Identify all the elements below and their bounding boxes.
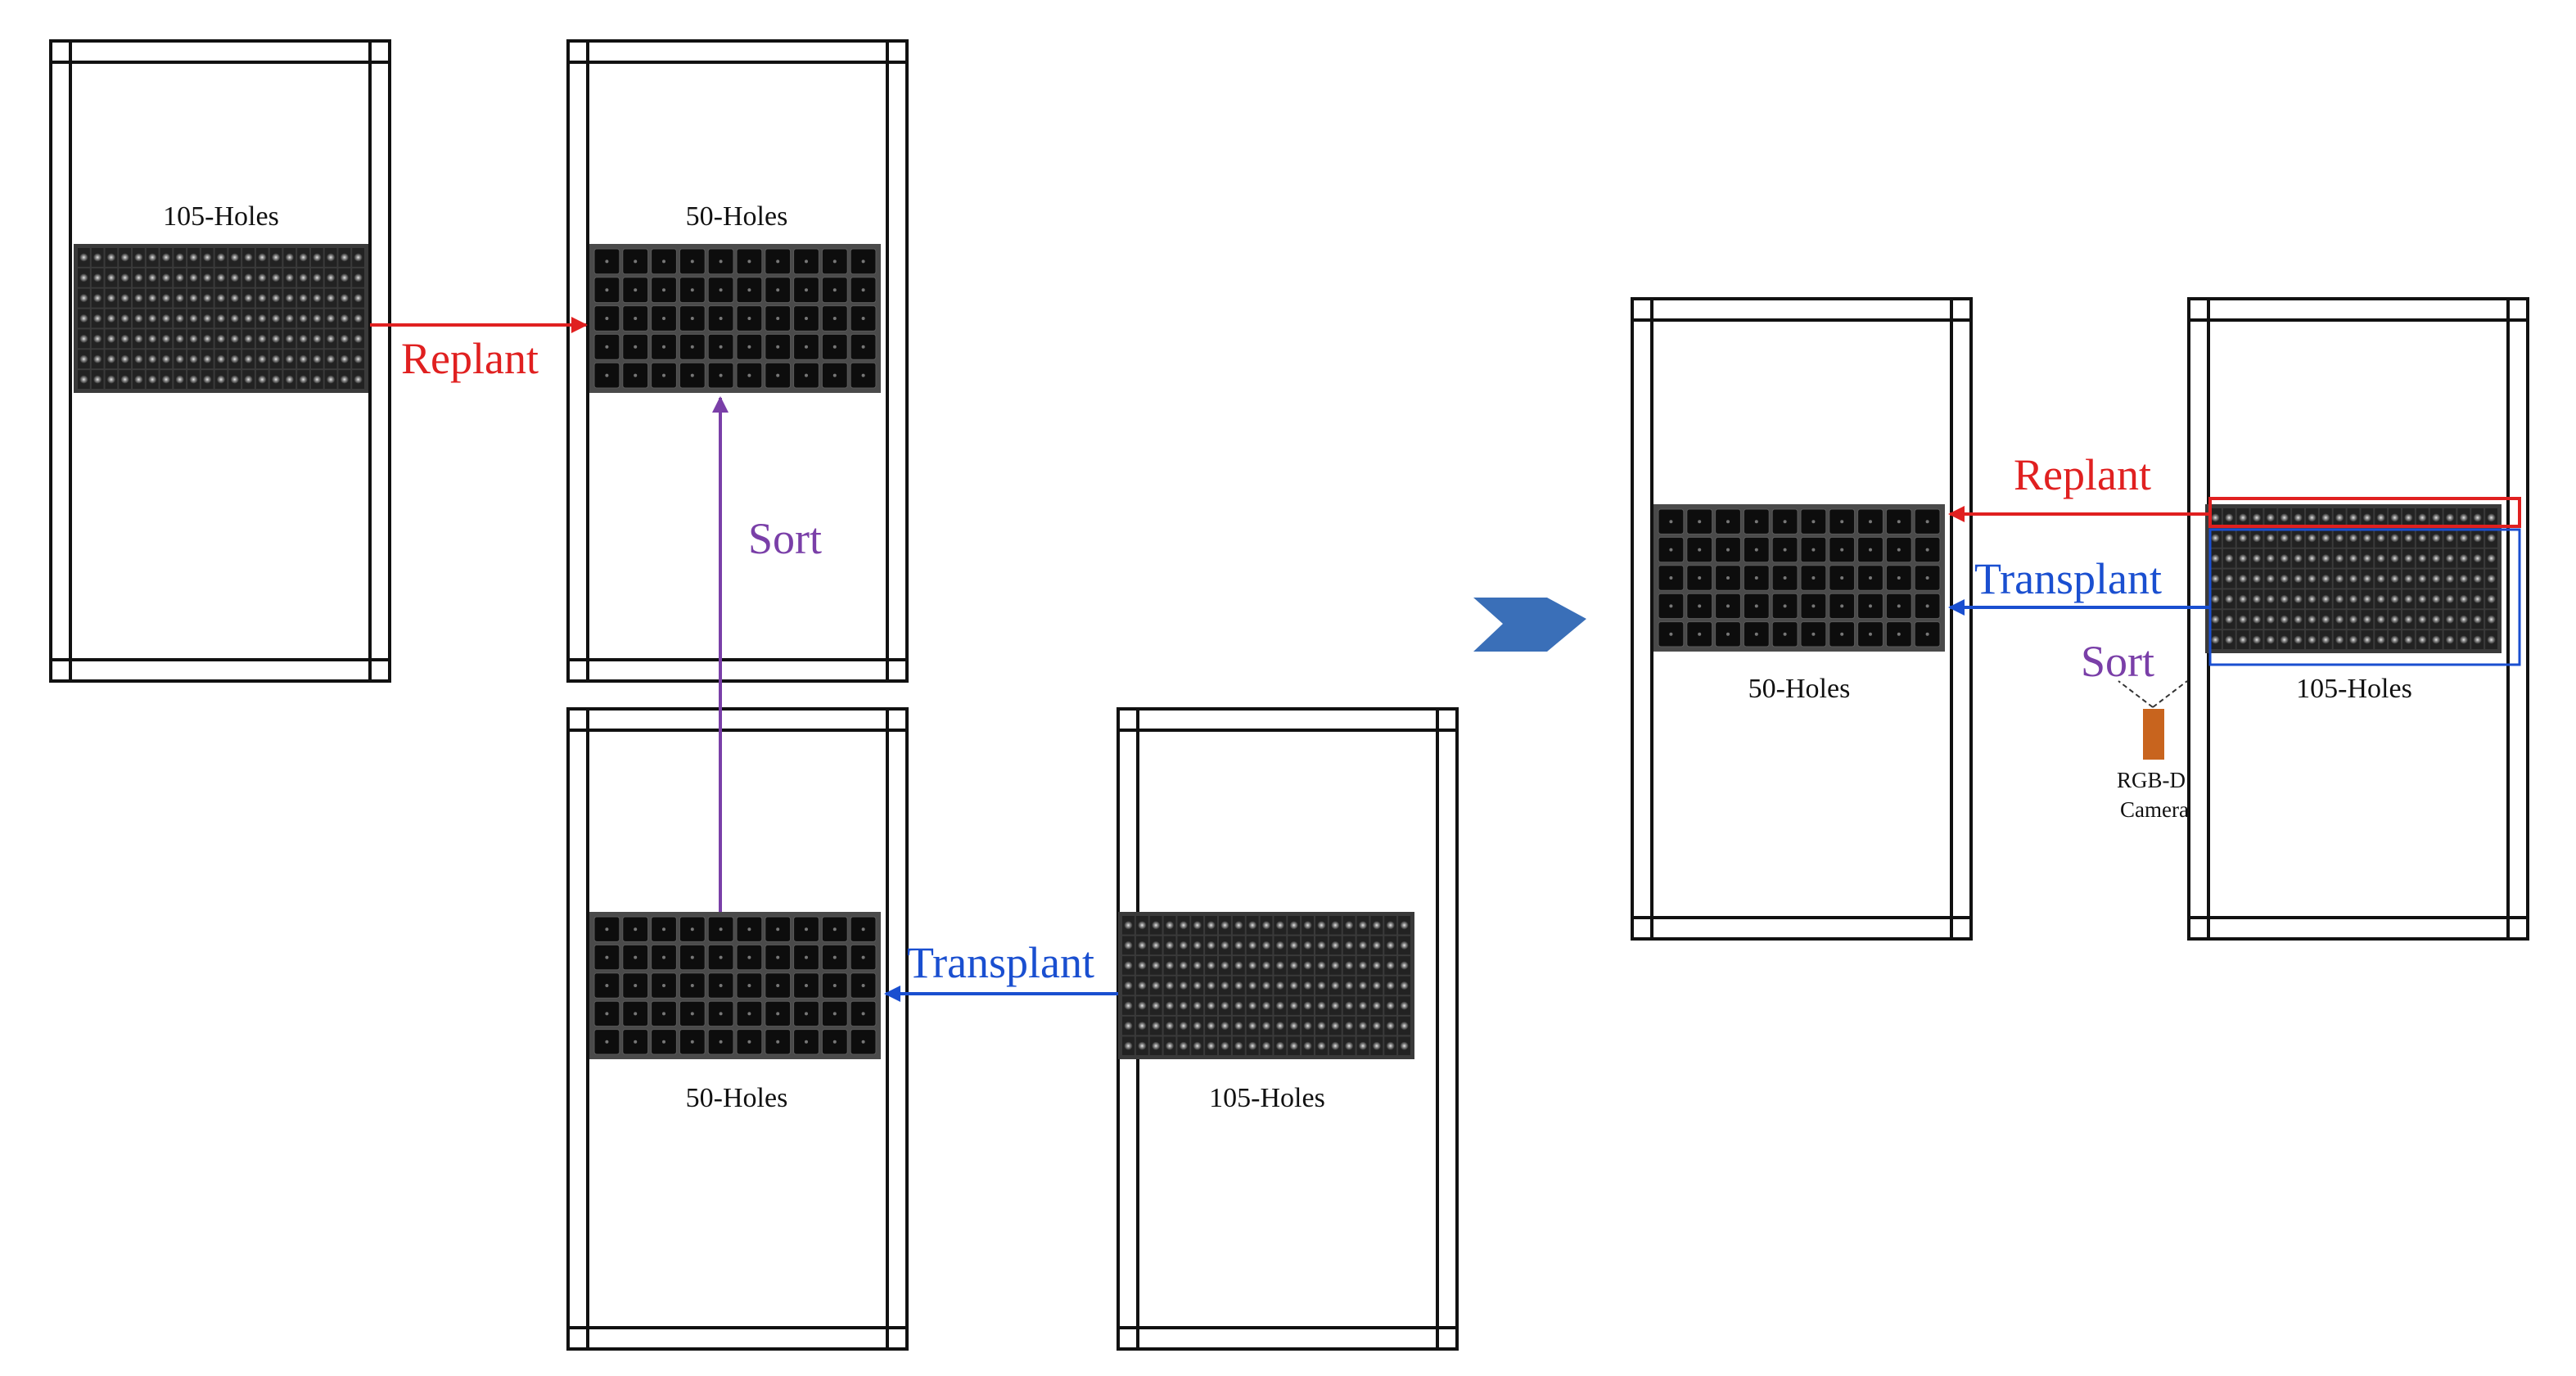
tray-105-bottom-right bbox=[1118, 912, 1414, 1059]
sort-label-right: Sort bbox=[2081, 637, 2154, 686]
replant-label-right: Replant bbox=[2014, 450, 2151, 499]
tray-50-right-left bbox=[1653, 504, 1945, 652]
tray-50-top-center bbox=[589, 244, 881, 393]
frame-top-center bbox=[566, 39, 909, 683]
camera-label-line2: Camera bbox=[2120, 797, 2189, 822]
transplant-label-right: Transplant bbox=[1974, 554, 2162, 603]
frame-top-left bbox=[49, 39, 391, 683]
label-50-bottom-center: 50-Holes bbox=[686, 1083, 788, 1113]
flow-chevron-icon bbox=[1473, 598, 1586, 652]
camera-icon bbox=[2143, 709, 2164, 760]
label-105-right-right: 105-Holes bbox=[2296, 674, 2412, 704]
replant-label-left: Replant bbox=[401, 334, 539, 383]
label-50-right-left: 50-Holes bbox=[1748, 674, 1851, 704]
transplant-highlight-box bbox=[2208, 528, 2521, 666]
sort-label-left: Sort bbox=[748, 514, 822, 563]
frame-right-left bbox=[1631, 297, 1973, 941]
label-105-bottom-right: 105-Holes bbox=[1209, 1083, 1325, 1113]
frame-bottom-center bbox=[566, 707, 909, 1351]
transplant-label-left: Transplant bbox=[907, 938, 1094, 987]
rgbd-camera: RGB-D Camera bbox=[2117, 680, 2189, 822]
camera-label-line1: RGB-D bbox=[2117, 768, 2186, 792]
tray-105-top-left bbox=[74, 244, 368, 393]
label-105-top-left: 105-Holes bbox=[163, 201, 279, 232]
label-50-top-center: 50-Holes bbox=[686, 201, 788, 232]
tray-50-bottom-center bbox=[589, 912, 881, 1059]
